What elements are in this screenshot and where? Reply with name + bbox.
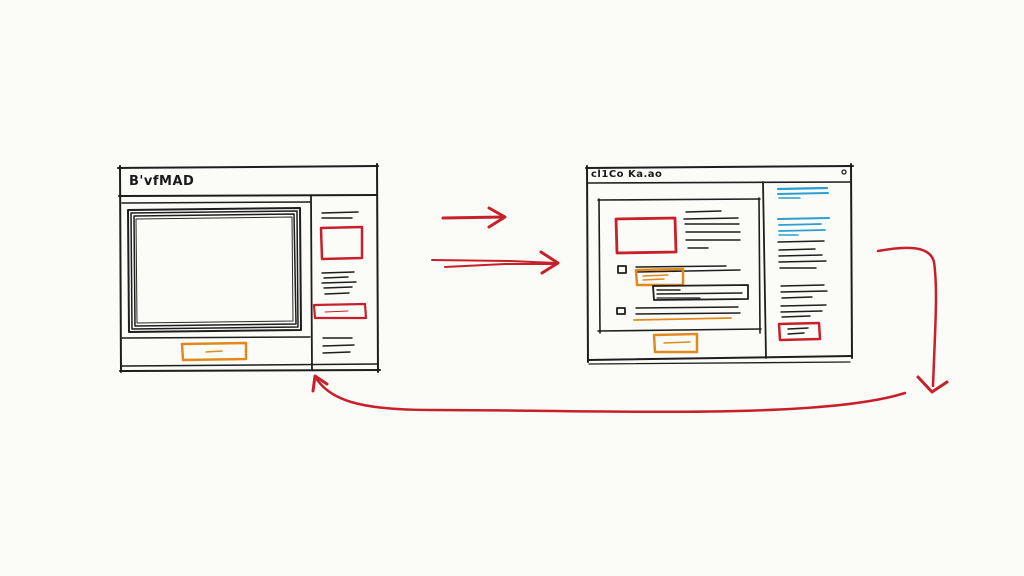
right-wireframe — [585, 163, 854, 365]
window-control-dot — [841, 169, 847, 175]
right-orange-button — [652, 332, 699, 354]
right-red-image-box — [614, 216, 678, 255]
forward-arrow-2 — [431, 250, 560, 275]
left-orange-button — [180, 341, 248, 362]
list-item-icon — [617, 265, 627, 274]
preview-box — [127, 207, 302, 333]
sidebar-blue-links — [776, 186, 830, 236]
left-wireframe — [117, 163, 381, 373]
right-red-button — [777, 321, 822, 342]
input-box-sketch — [652, 284, 749, 301]
return-arrow — [311, 246, 949, 414]
left-window-title: B'vfMAD — [129, 174, 195, 189]
left-red-image-box — [319, 225, 364, 261]
left-red-button — [312, 302, 368, 320]
forward-arrow-1 — [441, 206, 507, 229]
list-item-icon — [616, 307, 626, 315]
right-window-title: cl1Co Ka.ao — [591, 169, 663, 180]
